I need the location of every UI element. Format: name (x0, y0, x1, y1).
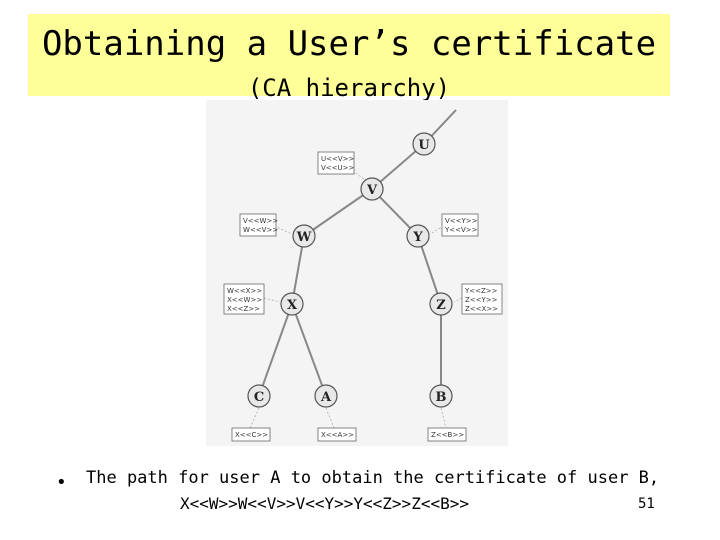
node-y-label: Y (412, 230, 423, 245)
cert-c-line1: X<<C>> (235, 431, 268, 439)
node-b: B (429, 384, 453, 408)
dash-w-cert (273, 225, 293, 235)
node-c-label: C (254, 390, 264, 405)
body-text-line1: The path for user A to obtain the certif… (86, 468, 660, 488)
node-v: V (360, 177, 384, 201)
node-a-label: A (320, 390, 332, 405)
node-u: U (412, 132, 436, 156)
cert-a-line1: X<<A>> (321, 431, 354, 439)
cert-y-line2: Y<<V>> (444, 226, 478, 234)
cert-v-line2: V<<U>> (321, 164, 355, 172)
cert-x-line1: W<<X>> (227, 287, 262, 295)
title-box: Obtaining a User’s certificate (CA hiera… (28, 14, 670, 102)
dash-a-cert (325, 407, 335, 429)
edge-v-w (303, 188, 373, 237)
dash-b-cert (440, 407, 447, 429)
node-w: W (292, 224, 316, 248)
node-x-label: X (287, 298, 298, 313)
ca-hierarchy-diagram: U<<V>> V<<U>> V<<W>> W<<V>> V<<Y>> Y<<V>… (206, 100, 508, 446)
cert-y-line1: V<<Y>> (445, 217, 478, 225)
cert-box-w: V<<W>> W<<V>> (239, 213, 278, 237)
dash-c-cert (249, 407, 260, 429)
cert-box-b: Z<<B>> (427, 427, 467, 442)
edge-x-a (291, 303, 327, 397)
ca-hierarchy-svg: U<<V>> V<<U>> V<<W>> W<<V>> V<<Y>> Y<<V>… (223, 109, 503, 442)
cert-box-z: Y<<Z>> Z<<Y>> Z<<X>> (461, 283, 503, 315)
node-c: C (247, 384, 271, 408)
slide-title: Obtaining a User’s certificate (41, 24, 657, 64)
cert-z-line2: Z<<Y>> (465, 296, 498, 304)
edge-x-c (258, 303, 293, 397)
cert-b-line1: Z<<B>> (431, 431, 464, 439)
node-a: A (314, 384, 338, 408)
cert-box-y: V<<Y>> Y<<V>> (441, 213, 479, 237)
cert-box-x: W<<X>> X<<W>> X<<Z>> (223, 283, 265, 315)
bullet-marker: • (56, 472, 67, 493)
page-number: 51 (638, 496, 655, 512)
cert-x-line3: X<<Z>> (227, 305, 260, 313)
node-z-label: Z (436, 298, 446, 313)
dash-z-cert (453, 297, 463, 303)
node-w-label: W (296, 230, 312, 245)
slide-subtitle: (CA hierarchy) (247, 74, 451, 102)
cert-w-line2: W<<V>> (243, 226, 278, 234)
cert-box-a: X<<A>> (317, 427, 357, 442)
cert-w-line1: V<<W>> (243, 217, 278, 225)
node-x: X (280, 292, 304, 316)
cert-z-line3: Z<<X>> (465, 305, 498, 313)
node-u-label: U (418, 138, 430, 153)
cert-box-c: X<<C>> (231, 427, 271, 442)
node-z: Z (429, 292, 453, 316)
cert-box-v: U<<V>> V<<U>> (317, 151, 355, 175)
node-y: Y (406, 224, 430, 248)
cert-z-line1: Y<<Z>> (464, 287, 498, 295)
dash-y-cert (429, 225, 445, 235)
cert-x-line2: X<<W>> (227, 296, 262, 304)
node-v-label: V (366, 183, 378, 198)
edge-y-z (417, 235, 442, 305)
certificate-path-text: X<<W>>W<<V>>V<<Y>>Y<<Z>>Z<<B>> (180, 494, 469, 513)
cert-v-line1: U<<V>> (321, 155, 355, 163)
node-b-label: B (436, 390, 447, 405)
dash-x-cert (263, 297, 281, 303)
